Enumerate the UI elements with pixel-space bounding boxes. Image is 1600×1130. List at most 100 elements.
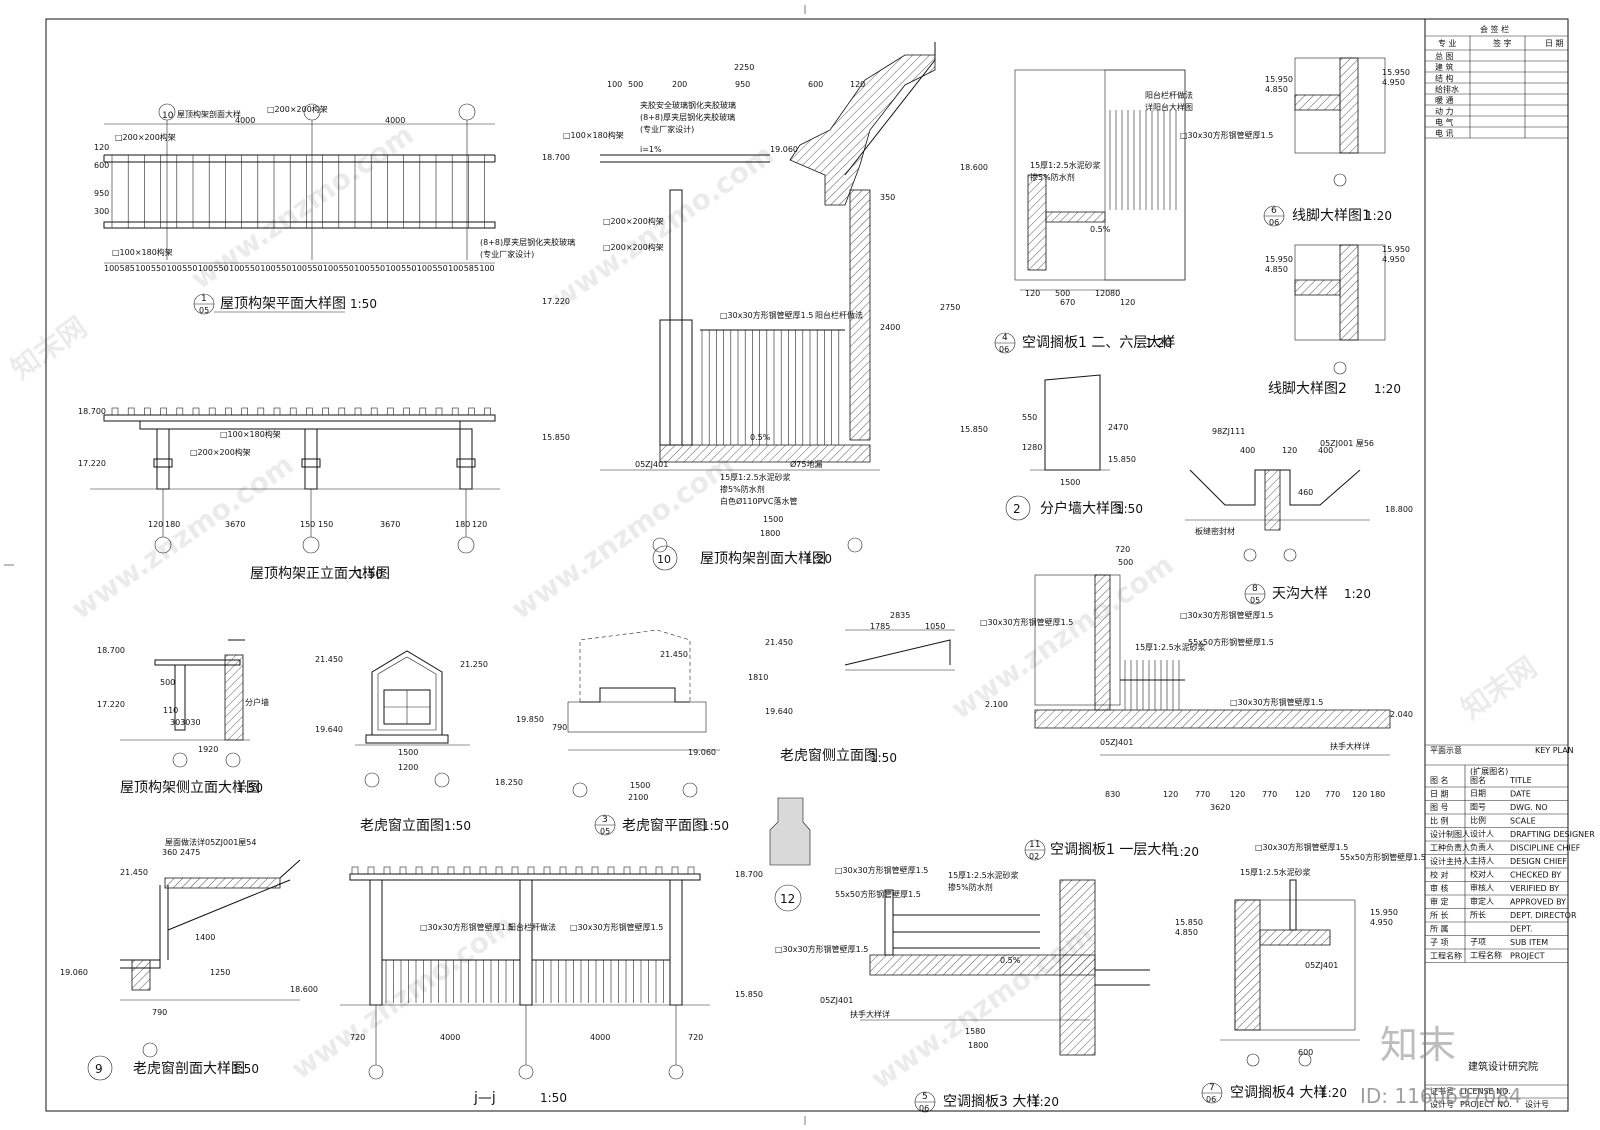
tb-field-cn: 所 长 — [1430, 910, 1449, 920]
plan-bottom-dim: 100 — [135, 264, 150, 273]
rafter-end — [351, 866, 359, 875]
plan-bottom-dim: 100 — [417, 264, 432, 273]
rafter-end — [607, 866, 615, 875]
rafter-end — [435, 407, 443, 416]
dorm-level-4: 19.640 — [315, 725, 343, 734]
rafter-end — [387, 407, 394, 416]
sect-top-dim: 500 — [628, 80, 643, 89]
plan-bottom-dim: 550 — [432, 264, 447, 273]
d5-scale: 1:50 — [702, 819, 729, 833]
rafter-end — [527, 866, 535, 875]
d2-title: 屋顶构架正立面大样图 — [250, 566, 390, 582]
d17-title: 空调搁板4 大样 — [1230, 1085, 1327, 1101]
tb-field-val: 主持人 — [1470, 856, 1494, 866]
ac3-note-5: 掺5%防水剂 — [948, 882, 993, 892]
tb-field-cn: 比 例 — [1430, 816, 1449, 826]
tb-sign-row: 电 气 — [1435, 117, 1454, 127]
d8-title: j—j — [473, 1090, 496, 1106]
dormer-plan: 21.450 19.060 1500 2100 790 3 05 老虎窗平面图 … — [552, 629, 729, 836]
ac11-note-4: 15厚1:2.5水泥砂浆 — [1135, 642, 1206, 652]
tb-field-cn: 工程名称 — [1430, 951, 1462, 961]
dside-level-1: 21.450 — [765, 638, 793, 647]
ac3-note-1: □30x30方形钢管壁厚1.5 — [835, 865, 928, 875]
ac-board-4: 600 □30x30方形钢管壁厚1.5 55x50方形钢管壁厚1.5 15厚1:… — [1175, 842, 1426, 1104]
rafter-end — [399, 866, 407, 875]
d15-sheet: 02 — [1029, 852, 1039, 861]
rafter-end — [639, 866, 647, 875]
side-level-2: 17.220 — [97, 700, 125, 709]
d11-num: 2 — [1013, 502, 1021, 516]
tb-field-en: DATE — [1510, 790, 1531, 799]
rafter-end — [623, 866, 631, 875]
tb-field-en: CHECKED BY — [1510, 871, 1561, 880]
plan-callout: 10 — [162, 111, 174, 121]
jj-dim-1: 4000 — [440, 1033, 460, 1042]
ac11-bottom-dim: 830 — [1105, 790, 1120, 799]
elev-bottom-dim: 3670 — [380, 520, 400, 529]
d15-title: 空调搁板1 一层大样 — [1050, 842, 1175, 858]
sect-top-dim: 100 — [607, 80, 622, 89]
ac3-note-2: 55x50方形钢管壁厚1.5 — [835, 889, 921, 899]
jj-note-2: □30x30方形钢管壁厚1.5 — [570, 922, 663, 932]
sect-note-9: 阳台栏杆做法 — [815, 310, 863, 320]
d7-scale: 1:50 — [232, 1062, 259, 1076]
d1-title: 屋顶构架平面大样图 — [220, 296, 346, 312]
rafter-end — [367, 866, 375, 875]
rafter-end — [225, 407, 232, 416]
plan-left-1: 120 — [94, 143, 109, 152]
sect-note-4: i=1% — [640, 145, 662, 154]
fh-dim-5: 15.850 — [1108, 455, 1136, 464]
tb-field-cn: 审 核 — [1430, 883, 1449, 893]
sect-dim-b1: 1500 — [763, 515, 783, 524]
d6-title: 老虎窗侧立面图 — [780, 747, 878, 764]
rafter-end — [192, 407, 200, 416]
dsect-dim-4: 1250 — [210, 968, 230, 977]
roof-frame-plan: 4000 4000 10 屋顶构架剖面大样 □200×200构架 □200×20… — [94, 103, 575, 315]
plan-note-2: □200×200构架 — [115, 132, 176, 142]
ac11-bottom-dim: 770 — [1325, 790, 1340, 799]
tb-keyplan-en: KEY PLAN — [1535, 746, 1574, 755]
elev-bottom-dim: 120 — [472, 520, 487, 529]
jj-dim-4: 720 — [688, 1033, 703, 1042]
party-wall: 1500 550 1280 2470 15.850 2 分户墙大样图 1:50 — [1005, 374, 1143, 521]
sect-top-dim: 120 — [850, 80, 865, 89]
tb-field-val: 图名 — [1470, 775, 1486, 785]
dside-dim-2: 1785 — [870, 622, 890, 631]
d14-title: 天沟大样 — [1272, 586, 1328, 602]
gut-note-1: 98ZJ111 — [1212, 427, 1245, 436]
ac1-bottom-dim: 80 — [1110, 289, 1120, 298]
fh-dim-2: 550 — [1022, 413, 1037, 422]
rafter-end — [671, 866, 679, 875]
tb-field-en: TITLE — [1509, 776, 1532, 785]
rafter-end — [306, 407, 313, 416]
elev-bottom-dim: 3670 — [225, 520, 245, 529]
d16-title: 空调搁板3 大样 — [943, 1094, 1040, 1110]
d6-scale: 1:50 — [870, 751, 897, 765]
ac4-note-1: □30x30方形钢管壁厚1.5 — [1255, 842, 1348, 852]
dormer-section: 2475 360 21.450 19.060 18.600 1400 1250 … — [60, 837, 318, 1081]
tb-sign-row: 暖 通 — [1435, 95, 1454, 105]
elev-level-2: 17.220 — [78, 459, 106, 468]
ac4-level-3: 15.950 — [1370, 908, 1398, 917]
ac4-level-4: 4.950 — [1370, 918, 1393, 927]
plan-left-3: 950 — [94, 189, 109, 198]
roof-frame-side-elevation: 18.700 17.220 1920 500 110 303030 分户墙 屋顶… — [97, 639, 269, 796]
moulding-2: 15.950 4.850 15.950 4.950 线脚大样图2 1:20 — [1265, 244, 1410, 397]
d7-title: 老虎窗剖面大样图 — [133, 1060, 245, 1077]
ac4-note-4: 05ZJ401 — [1305, 961, 1338, 970]
plan-note-4: □100×180构架 — [112, 247, 173, 257]
d11-title: 分户墙大样图 — [1040, 500, 1124, 517]
dside-dim-4: 1810 — [748, 673, 768, 682]
rafter-end — [370, 407, 378, 416]
jj-dim-2: 4000 — [590, 1033, 610, 1042]
tb-col-3: 日 期 — [1545, 39, 1564, 48]
rafter-end — [559, 866, 567, 875]
elev-level-1: 18.700 — [78, 407, 106, 416]
side-level-1: 18.700 — [97, 646, 125, 655]
d13-title: 线脚大样图2 — [1268, 381, 1347, 397]
dsect-note: 屋面做法详05ZJ001屋54 — [165, 837, 256, 847]
dsect-dim-2: 360 — [162, 848, 177, 857]
tb-field-cn: 子 项 — [1430, 938, 1449, 947]
